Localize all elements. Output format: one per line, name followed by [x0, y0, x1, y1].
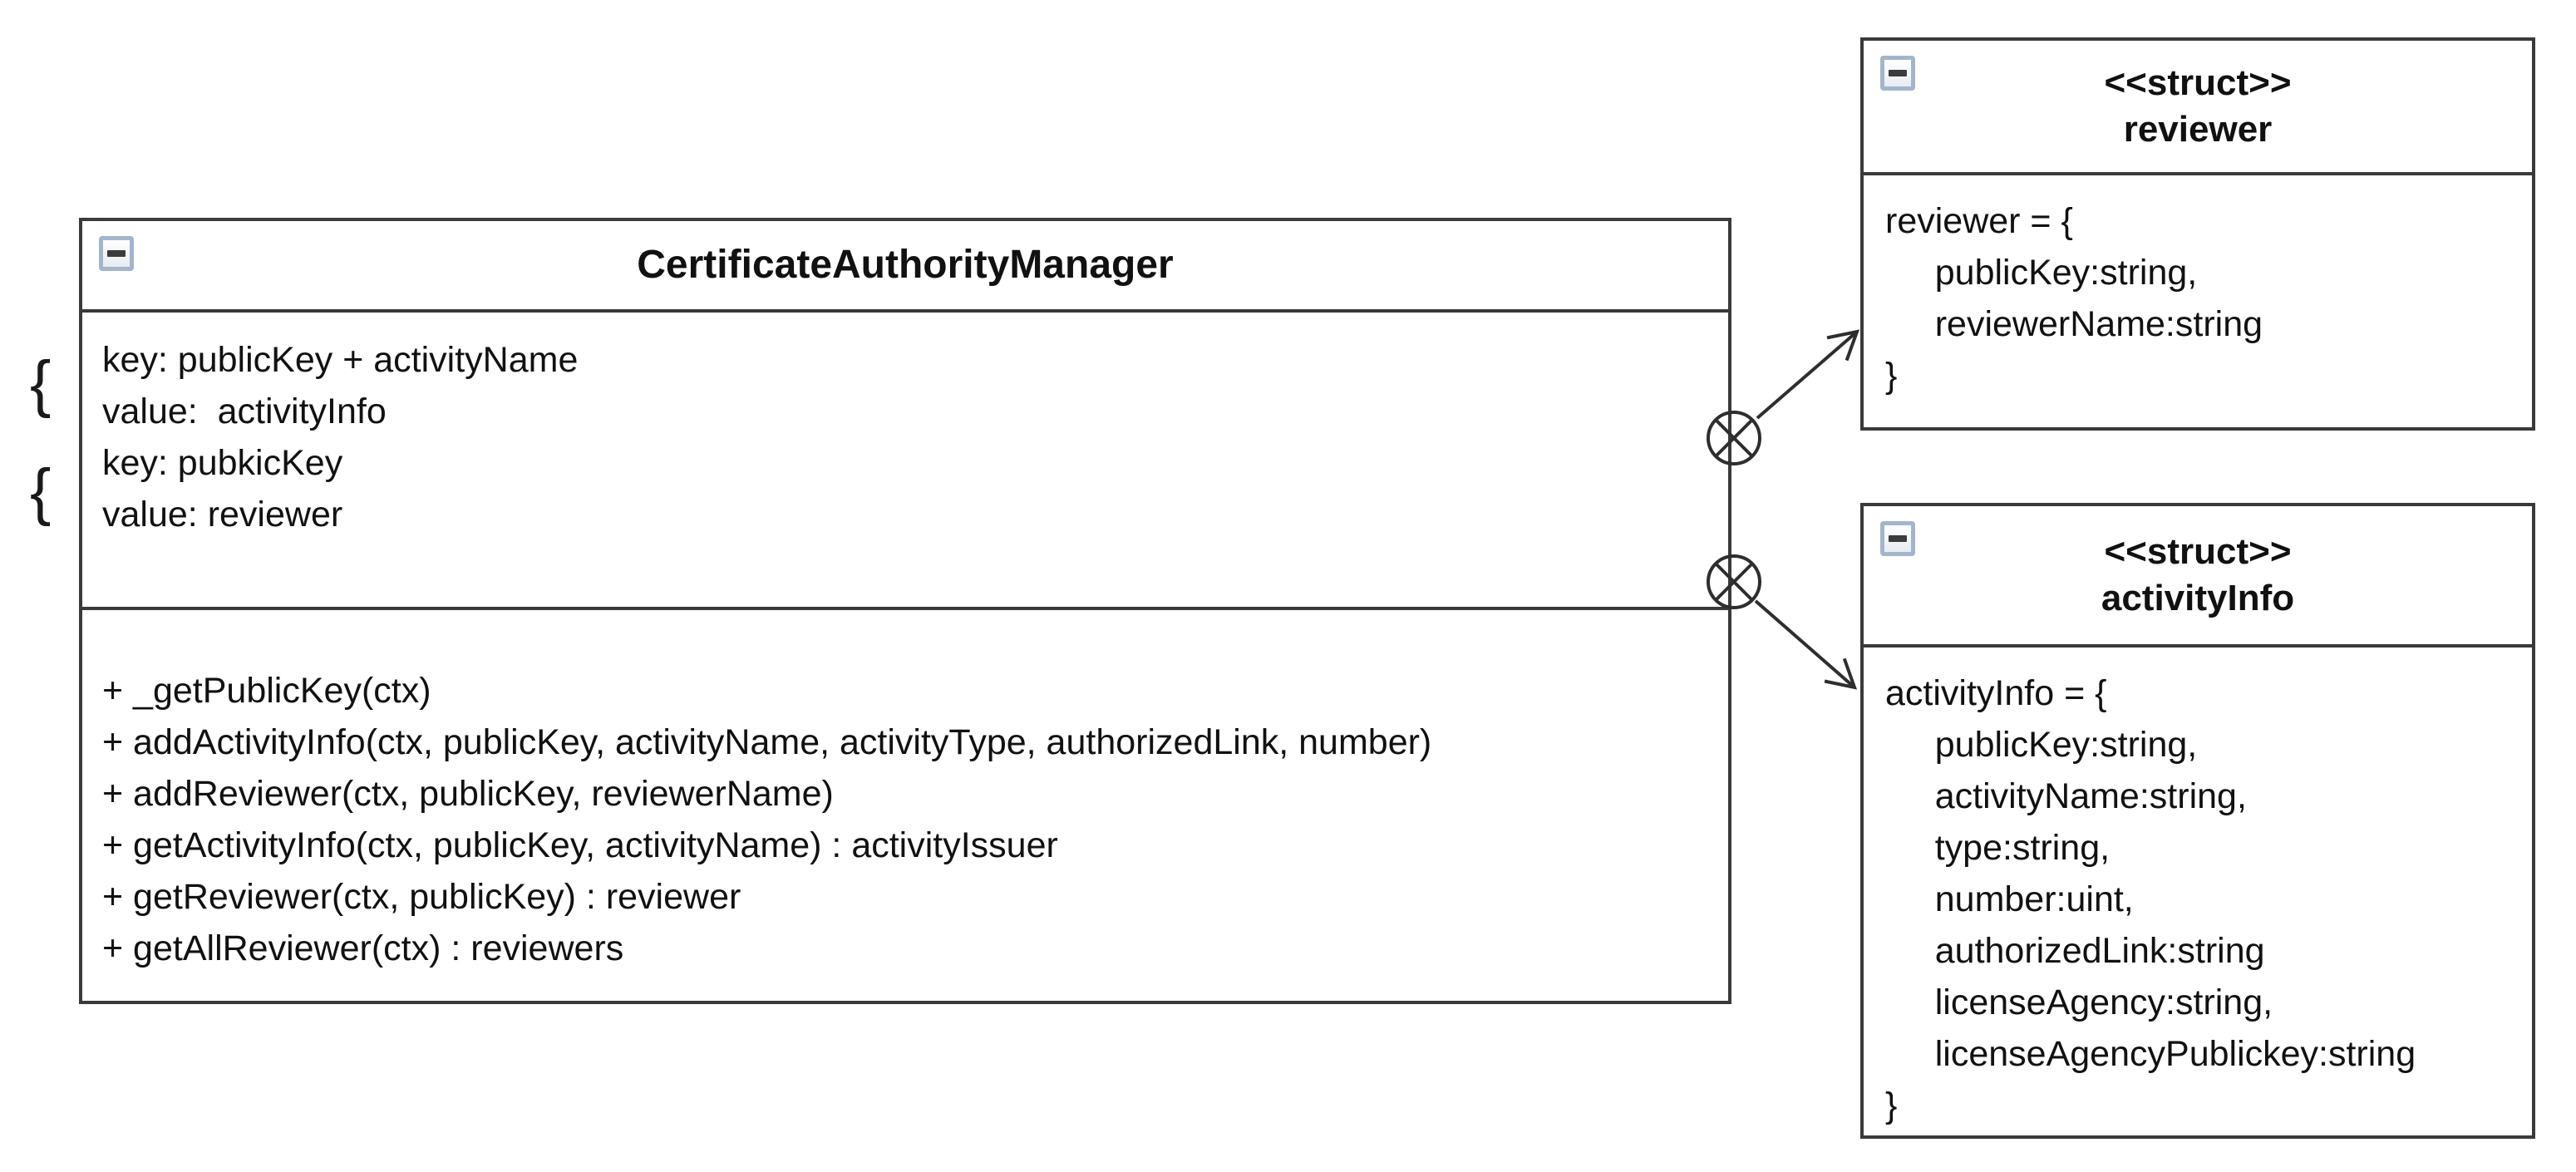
struct-field-line: publicKey:string,: [1885, 725, 2198, 765]
attribute-line: key: pubkicKey: [102, 443, 343, 483]
method-line: + addActivityInfo(ctx, publicKey, activi…: [102, 722, 1432, 762]
class-title: CertificateAuthorityManager: [637, 242, 1174, 287]
association-line-activity-info[interactable]: [1754, 599, 1858, 690]
struct-field-line: }: [1885, 356, 1898, 396]
map-brace-activity-info: {: [30, 348, 52, 419]
attribute-line: key: publicKey + activityName: [102, 340, 579, 380]
method-line: + _getPublicKey(ctx): [102, 671, 431, 711]
struct-name: reviewer: [2123, 109, 2273, 150]
minus-icon: [1889, 70, 1907, 76]
struct-field-line: authorizedLink:string: [1885, 931, 2265, 971]
struct-name: activityInfo: [2101, 578, 2295, 618]
minus-icon: [1889, 535, 1907, 542]
struct-reviewer[interactable]: <<struct>> reviewer reviewer = { publicK…: [1860, 37, 2535, 431]
class-header: CertificateAuthorityManager: [82, 221, 1728, 313]
struct-field-line: }: [1885, 1086, 1898, 1125]
collapse-icon[interactable]: [1880, 56, 1915, 91]
methods-section: + _getPublicKey(ctx) + addActivityInfo(ct…: [82, 610, 1728, 974]
method-line: + getAllReviewer(ctx) : reviewers: [102, 928, 624, 968]
method-line: + getReviewer(ctx, publicKey) : reviewer: [102, 877, 741, 917]
struct-activity-info[interactable]: <<struct>> activityInfo activityInfo = {…: [1860, 503, 2535, 1139]
association-line-reviewer[interactable]: [1756, 329, 1860, 420]
stereotype-label: <<struct>>: [2104, 531, 2292, 572]
struct-field-line: type:string,: [1885, 828, 2111, 868]
attributes-section: key: publicKey + activityName value: acti…: [82, 313, 1728, 610]
struct-header: <<struct>> reviewer: [1864, 41, 2532, 175]
struct-field-line: reviewer = {: [1885, 201, 2073, 241]
struct-body: activityInfo = { publicKey:string, activ…: [1864, 648, 2532, 1131]
struct-body: reviewer = { publicKey:string, reviewerN…: [1864, 175, 2532, 401]
struct-field-line: publicKey:string,: [1885, 253, 2198, 293]
struct-field-line: activityName:string,: [1885, 776, 2247, 816]
map-brace-reviewer: {: [30, 456, 52, 527]
minus-icon: [107, 250, 126, 257]
struct-field-line: licenseAgency:string,: [1885, 982, 2273, 1022]
class-certificate-authority-manager[interactable]: CertificateAuthorityManager key: publicK…: [79, 218, 1731, 1004]
struct-field-line: activityInfo = {: [1885, 673, 2107, 713]
struct-field-line: number:uint,: [1885, 879, 2134, 919]
method-line: + addReviewer(ctx, publicKey, reviewerNa…: [102, 774, 834, 814]
collapse-icon[interactable]: [1880, 521, 1915, 556]
method-line: + getActivityInfo(ctx, publicKey, activi…: [102, 825, 1058, 865]
struct-header: <<struct>> activityInfo: [1864, 506, 2532, 648]
struct-field-line: reviewerName:string: [1885, 304, 2263, 344]
attribute-line: value: reviewer: [102, 495, 343, 534]
attribute-line: value: activityInfo: [102, 391, 387, 431]
struct-field-line: licenseAgencyPublickey:string: [1885, 1034, 2416, 1074]
stereotype-label: <<struct>>: [2104, 62, 2292, 103]
collapse-icon[interactable]: [99, 236, 134, 271]
